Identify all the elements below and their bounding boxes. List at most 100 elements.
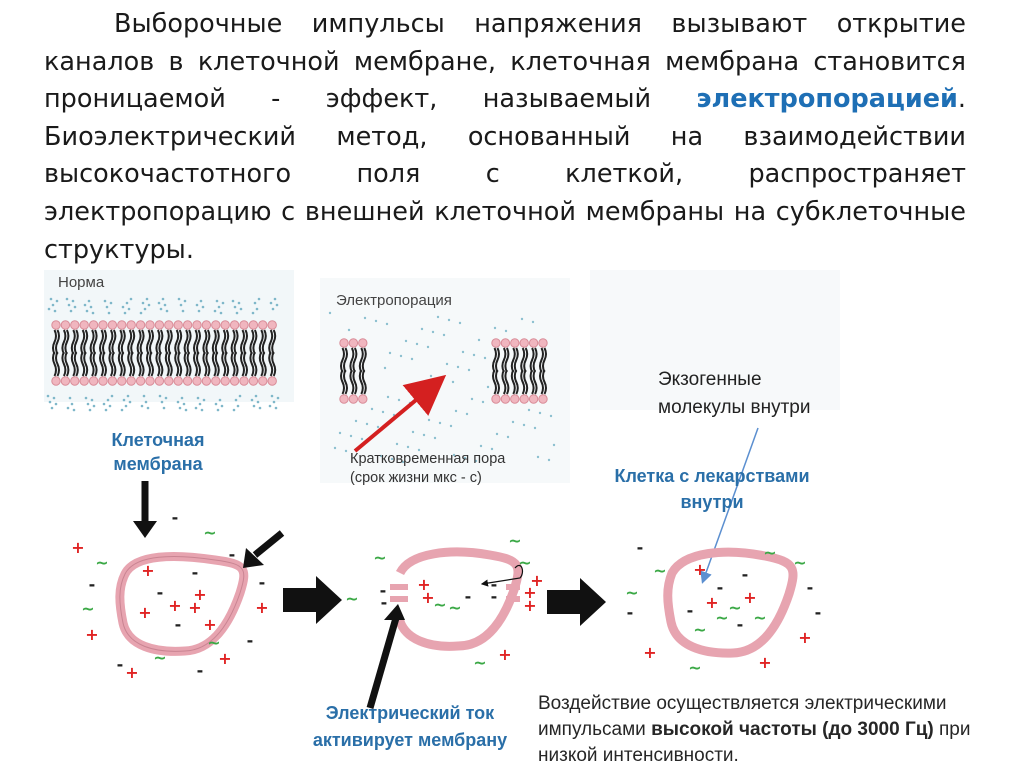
svg-text:-: - <box>117 655 124 674</box>
right-panel <box>590 270 840 410</box>
svg-text:~: ~ <box>625 583 638 602</box>
svg-text:-: - <box>157 583 164 602</box>
caption-text-1: Воздействие осуществляется электрическим… <box>538 693 947 740</box>
svg-text:-: - <box>380 581 387 600</box>
svg-text:-: - <box>637 538 644 557</box>
svg-text:+: + <box>417 575 430 594</box>
svg-text:~: ~ <box>345 589 358 608</box>
svg-text:~: ~ <box>95 553 108 572</box>
svg-text:+: + <box>758 653 771 672</box>
svg-text:~: ~ <box>653 561 666 580</box>
current-black-arrow <box>366 617 400 709</box>
svg-text:-: - <box>259 573 266 592</box>
svg-text:~: ~ <box>518 553 531 572</box>
svg-text:~: ~ <box>688 658 701 677</box>
svg-text:-: - <box>491 575 498 594</box>
svg-text:~: ~ <box>793 553 806 572</box>
norm-label: Норма <box>58 274 105 291</box>
cell-drugs-line1: Клетка с лекарствами <box>614 466 810 486</box>
svg-text:~: ~ <box>207 633 220 652</box>
svg-text:~: ~ <box>693 620 706 639</box>
caption: Воздействие осуществляется электрическим… <box>538 691 1024 769</box>
svg-text:+: + <box>743 588 756 607</box>
svg-text:-: - <box>172 508 179 527</box>
svg-text:-: - <box>742 565 749 584</box>
caption-bold: высокой частоты (до 3000 Гц) <box>651 719 934 740</box>
ion-symbols: +-~~--~-++--+++-+++-~~+-+-~~--++~-~--+++… <box>71 508 821 682</box>
svg-text:~: ~ <box>153 648 166 667</box>
svg-text:~: ~ <box>203 523 216 542</box>
paragraph-text-2: . Биоэлектрический метод, основанный на … <box>44 84 966 265</box>
svg-text:+: + <box>643 643 656 662</box>
pore-label-line2: (срок жизни мкс - с) <box>350 470 482 486</box>
svg-text:-: - <box>381 593 388 612</box>
svg-text:-: - <box>807 578 814 597</box>
svg-text:-: - <box>737 615 744 634</box>
svg-text:-: - <box>491 587 498 606</box>
svg-text:+: + <box>141 561 154 580</box>
exogenous-line1: Экзогенные <box>658 369 762 390</box>
exogenous-label: Экзогенные молекулы внутри <box>658 366 810 422</box>
svg-text:-: - <box>627 603 634 622</box>
membrane-label: Клеточная мембрана <box>98 428 218 476</box>
svg-text:-: - <box>197 661 204 680</box>
svg-text:+: + <box>498 645 511 664</box>
side-black-arrow <box>252 530 285 558</box>
svg-text:-: - <box>815 603 822 622</box>
svg-text:-: - <box>247 631 254 650</box>
svg-text:~: ~ <box>508 531 521 550</box>
svg-text:+: + <box>138 603 151 622</box>
svg-text:+: + <box>188 598 201 617</box>
svg-text:~: ~ <box>753 608 766 627</box>
svg-text:-: - <box>89 575 96 594</box>
svg-text:+: + <box>693 560 706 579</box>
svg-text:-: - <box>465 587 472 606</box>
svg-text:-: - <box>175 615 182 634</box>
svg-text:~: ~ <box>715 608 728 627</box>
norm-lipid-bilayer <box>46 297 280 412</box>
svg-text:~: ~ <box>373 548 386 567</box>
svg-text:~: ~ <box>433 595 446 614</box>
svg-text:+: + <box>530 571 543 590</box>
process-arrow-2 <box>547 578 606 626</box>
exogenous-line2: молекулы внутри <box>658 397 811 418</box>
description-paragraph: Выборочные импульсы напряжения вызывают … <box>44 6 966 269</box>
pore-red-arrow <box>353 374 447 453</box>
process-arrow-1 <box>283 576 342 624</box>
svg-text:~: ~ <box>763 543 776 562</box>
svg-text:~: ~ <box>473 653 486 672</box>
caption-text-2: при низкой интенсивности. <box>538 719 971 766</box>
svg-text:+: + <box>168 596 181 615</box>
svg-text:+: + <box>203 615 216 634</box>
pore-label: Кратковременная пора (срок жизни мкс - с… <box>350 450 505 488</box>
svg-text:+: + <box>523 583 536 602</box>
electroporation-lipid-bilayer <box>328 311 556 464</box>
svg-text:-: - <box>687 601 694 620</box>
svg-text:+: + <box>523 596 536 615</box>
svg-text:+: + <box>218 649 231 668</box>
svg-text:-: - <box>229 545 236 564</box>
pore-label-line1: Кратковременная пора <box>350 451 506 467</box>
membrane-label-line1: Клеточная <box>111 430 205 450</box>
svg-text:+: + <box>421 588 434 607</box>
cell-drugs-label: Клетка с лекарствами внутри <box>592 463 832 515</box>
cell-drugs-line2: внутри <box>680 492 744 512</box>
svg-text:+: + <box>798 628 811 647</box>
electroporation-term: электропорацией <box>696 84 958 115</box>
current-label: Электрический ток активирует мембрану <box>290 700 530 754</box>
svg-text:~: ~ <box>81 599 94 618</box>
svg-text:+: + <box>125 663 138 682</box>
svg-text:-: - <box>192 563 199 582</box>
svg-text:+: + <box>71 538 84 557</box>
electroporation-label: Электропорация <box>336 292 452 309</box>
svg-text:+: + <box>255 598 268 617</box>
svg-text:-: - <box>717 578 724 597</box>
current-line1: Электрический ток <box>325 703 495 723</box>
electroporation-figure: +-~~--~-++--+++-+++-~~+-+-~~--++~-~--+++… <box>0 268 1024 767</box>
membrane-label-line2: мембрана <box>113 454 203 474</box>
svg-text:+: + <box>705 593 718 612</box>
svg-text:+: + <box>193 585 206 604</box>
svg-text:~: ~ <box>728 598 741 617</box>
paragraph-text-1: Выборочные импульсы напряжения вызывают … <box>44 9 966 115</box>
svg-text:~: ~ <box>448 598 461 617</box>
